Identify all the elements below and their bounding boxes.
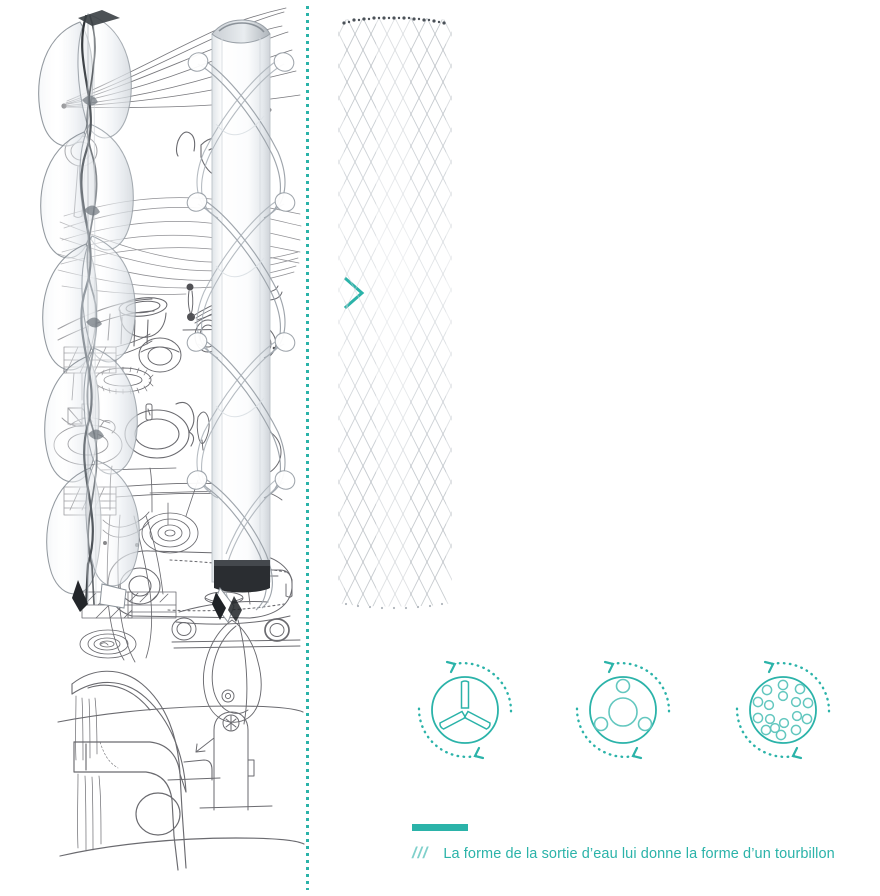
caption-row: /// La forme de la sortie d’eau lui donn… (412, 846, 852, 863)
chevron-right-icon (343, 276, 365, 310)
render-tube-wrap (186, 19, 296, 624)
accent-bar (412, 824, 468, 831)
rotation-arrows (735, 662, 831, 758)
caption-block: /// La forme de la sortie d’eau lui donn… (412, 824, 852, 863)
caption-text: La forme de la sortie d’eau lui donne la… (443, 846, 835, 862)
nozzle-three-spoke-icon (417, 660, 513, 760)
render-diamond-mesh (338, 16, 452, 610)
slash-marker: /// (412, 845, 429, 862)
nozzle-three-hole-icon (575, 660, 671, 760)
nozzle-multi-hole-icon (735, 660, 831, 760)
render-helix-blade (38, 10, 140, 612)
rotation-arrows (575, 662, 671, 758)
dotted-vertical-divider (306, 6, 309, 890)
rotation-arrows (417, 662, 513, 758)
